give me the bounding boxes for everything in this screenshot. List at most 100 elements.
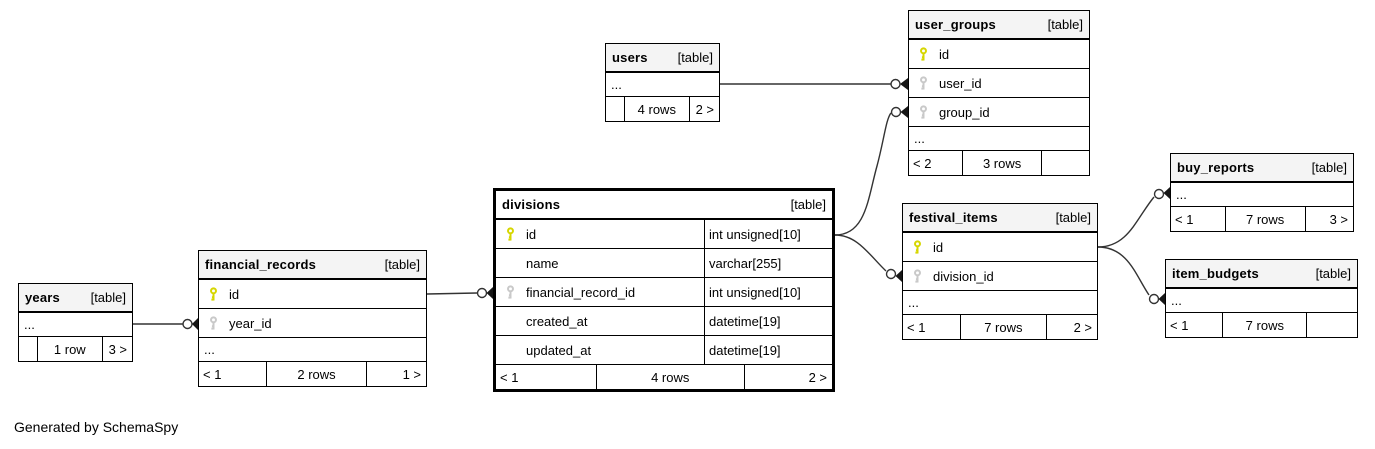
columns-ellipsis: ... xyxy=(606,73,719,97)
table-footer: < 2 3 rows xyxy=(909,151,1089,175)
table-node-festival_items[interactable]: festival_items [table] id division_id ..… xyxy=(902,203,1098,340)
foreign-key-icon xyxy=(917,104,930,120)
table-tag: [table] xyxy=(1055,210,1091,225)
columns-ellipsis: ... xyxy=(1171,183,1353,207)
table-tag: [table] xyxy=(1047,17,1083,32)
table-node-user_groups[interactable]: user_groups [table] id user_id xyxy=(908,10,1090,176)
table-tag: [table] xyxy=(384,257,420,272)
footer-related-out xyxy=(1307,313,1357,337)
table-node-item_budgets[interactable]: item_budgets [table] ... < 1 7 rows xyxy=(1165,259,1358,338)
footer-related-in: < 2 xyxy=(909,151,963,175)
table-tag: [table] xyxy=(790,197,826,212)
column-id: id xyxy=(199,280,426,309)
table-name: user_groups xyxy=(915,17,996,32)
table-name: divisions xyxy=(502,197,561,212)
column-name-field: name varchar[255] xyxy=(496,249,832,278)
column-name: financial_record_id xyxy=(526,284,636,300)
footer-related-out: 3 > xyxy=(1329,211,1348,227)
column-name: updated_at xyxy=(526,342,592,358)
table-header-buy_reports[interactable]: buy_reports [table] xyxy=(1171,154,1353,183)
edge-festival_items-to-buy_reports xyxy=(1097,187,1170,248)
table-header-users[interactable]: users [table] xyxy=(606,44,719,73)
columns-ellipsis: ... xyxy=(903,291,1097,315)
footer-related-out: 2 > xyxy=(695,101,714,117)
table-node-years[interactable]: years [table] ... 1 row 3 > xyxy=(18,283,133,362)
edge-financial_records-to-divisions xyxy=(426,287,493,299)
table-name: item_budgets xyxy=(1172,266,1259,281)
column-updated_at: updated_at datetime[19] xyxy=(496,336,832,365)
edge-users-to-user_groups xyxy=(720,78,908,90)
table-node-buy_reports[interactable]: buy_reports [table] ... < 1 7 rows 3 > xyxy=(1170,153,1354,232)
table-header-festival_items[interactable]: festival_items [table] xyxy=(903,204,1097,233)
footer-related-in: < 1 xyxy=(1171,207,1226,231)
generated-by-caption: Generated by SchemaSpy xyxy=(14,419,179,435)
footer-related-out: 3 > xyxy=(108,341,127,357)
primary-key-icon xyxy=(504,226,517,242)
table-footer: 1 row 3 > xyxy=(19,337,132,361)
footer-related-out: 1 > xyxy=(402,366,421,382)
table-name: buy_reports xyxy=(1177,160,1255,175)
footer-row-count: 3 rows xyxy=(963,151,1043,175)
column-name: created_at xyxy=(526,313,588,329)
column-name: id xyxy=(939,46,950,62)
column-year_id: year_id xyxy=(199,309,426,338)
columns-ellipsis: ... xyxy=(1166,289,1357,313)
column-name: id xyxy=(229,286,240,302)
table-node-users[interactable]: users [table] ... 4 rows 2 > xyxy=(605,43,720,122)
footer-row-count: 7 rows xyxy=(1223,313,1308,337)
primary-key-icon xyxy=(207,286,220,302)
footer-row-count: 4 rows xyxy=(597,365,745,389)
column-division_id: division_id xyxy=(903,262,1097,291)
column-type: datetime[19] xyxy=(704,307,832,335)
footer-related-in: < 1 xyxy=(496,365,597,389)
foreign-key-icon xyxy=(917,75,930,91)
column-type: int unsigned[10] xyxy=(704,220,832,248)
table-tag: [table] xyxy=(677,50,713,65)
footer-related-in xyxy=(19,337,38,361)
column-id: id xyxy=(909,40,1089,69)
edge-divisions-to-festival_items xyxy=(834,234,902,282)
table-header-item_budgets[interactable]: item_budgets [table] xyxy=(1166,260,1357,289)
columns-ellipsis: ... xyxy=(199,338,426,362)
footer-related-out: 2 > xyxy=(1073,319,1092,335)
column-name: user_id xyxy=(939,75,982,91)
column-financial_record_id: financial_record_id int unsigned[10] xyxy=(496,278,832,307)
table-tag: [table] xyxy=(90,290,126,305)
column-type: int unsigned[10] xyxy=(704,278,832,306)
table-footer: < 1 7 rows xyxy=(1166,313,1357,337)
column-name: id xyxy=(933,239,944,255)
footer-row-count: 7 rows xyxy=(1226,207,1306,231)
foreign-key-icon xyxy=(911,268,924,284)
primary-key-icon xyxy=(917,46,930,62)
table-name: years xyxy=(25,290,60,305)
footer-related-in: < 1 xyxy=(903,315,962,339)
table-node-financial_records[interactable]: financial_records [table] id year_id ...… xyxy=(198,250,427,387)
table-node-divisions[interactable]: divisions [table] id int unsigned[10] na… xyxy=(493,188,835,392)
columns-ellipsis: ... xyxy=(909,127,1089,151)
table-footer: < 1 2 rows 1 > xyxy=(199,362,426,386)
footer-related-out: 2 > xyxy=(808,369,827,385)
table-footer: < 1 7 rows 3 > xyxy=(1171,207,1353,231)
footer-row-count: 2 rows xyxy=(267,362,367,386)
table-tag: [table] xyxy=(1315,266,1351,281)
table-footer: < 1 4 rows 2 > xyxy=(496,365,832,389)
column-group_id: group_id xyxy=(909,98,1089,127)
table-header-years[interactable]: years [table] xyxy=(19,284,132,313)
column-type: datetime[19] xyxy=(704,336,832,364)
footer-row-count: 7 rows xyxy=(961,315,1047,339)
foreign-key-icon xyxy=(207,315,220,331)
table-name: users xyxy=(612,50,648,65)
table-header-user_groups[interactable]: user_groups [table] xyxy=(909,11,1089,40)
column-name: group_id xyxy=(939,104,990,120)
footer-related-in: < 1 xyxy=(1166,313,1224,337)
footer-related-in: < 1 xyxy=(199,362,268,386)
column-user_id: user_id xyxy=(909,69,1089,98)
table-header-financial_records[interactable]: financial_records [table] xyxy=(199,251,426,280)
foreign-key-icon xyxy=(504,284,517,300)
table-header-divisions[interactable]: divisions [table] xyxy=(496,191,832,220)
column-name: id xyxy=(526,226,537,242)
column-type: varchar[255] xyxy=(704,249,832,277)
table-tag: [table] xyxy=(1311,160,1347,175)
